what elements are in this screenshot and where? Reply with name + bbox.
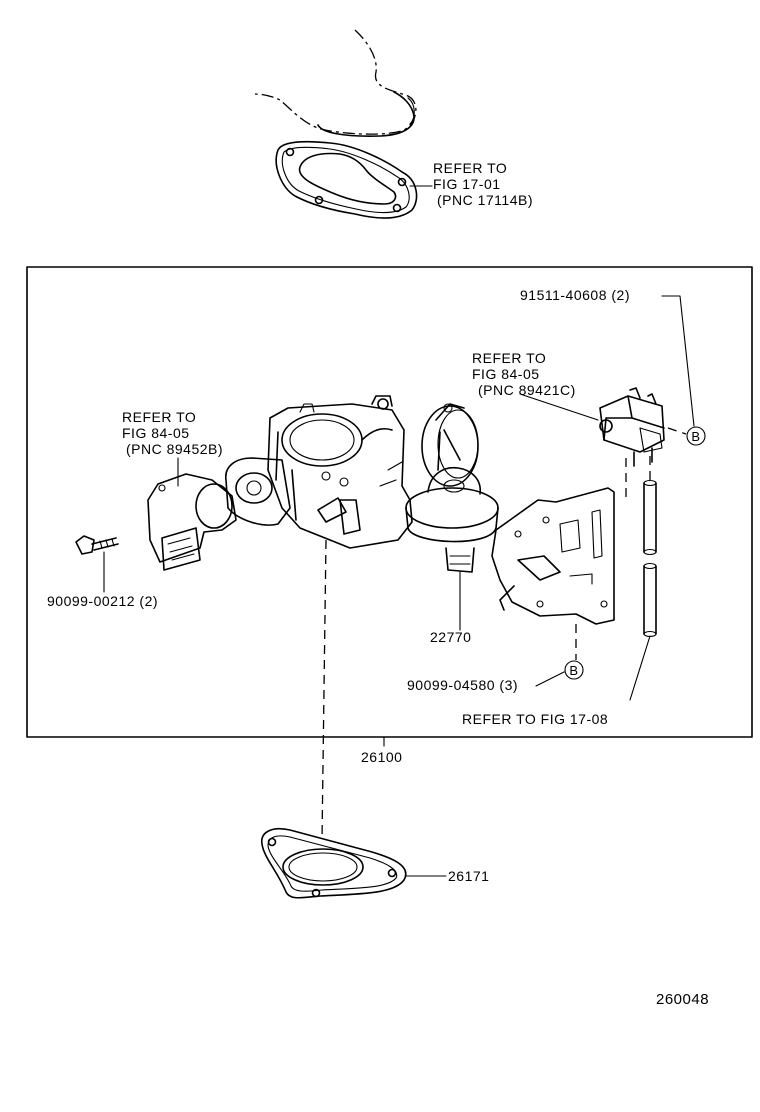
bolt-bracket-label: 90099-04580 (3) <box>407 677 518 693</box>
throttle-lever-disc <box>421 403 479 487</box>
throttle-shaft-housing <box>225 457 291 526</box>
idle-air-control-valve <box>147 473 237 571</box>
bolt-left-label: 90099-00212 (2) <box>47 593 158 609</box>
hose-refer-label: REFER TO FIG 17-08 <box>462 711 608 727</box>
upper-gasket-refer-line2: FIG 17-01 <box>433 176 501 192</box>
bracket <box>491 487 615 625</box>
callout-b-lower: B <box>564 660 584 680</box>
upper-gasket <box>275 140 418 219</box>
hose-refer-leader <box>629 635 651 701</box>
vsv-refer-line3: (PNC 89421C) <box>478 382 576 398</box>
iac-refer-line2: FIG 84-05 <box>122 425 190 441</box>
bolt-bracket-leader <box>535 671 565 687</box>
upper-gasket-refer-line1: REFER TO <box>433 160 507 176</box>
intake-chamber-outline <box>254 29 417 137</box>
bolt-vsv-leader <box>661 295 695 427</box>
iac-refer-line3: (PNC 89452B) <box>126 441 223 457</box>
assembly-frame <box>26 266 753 738</box>
dashpot-label: 22770 <box>430 629 471 645</box>
iac-refer-line1: REFER TO <box>122 409 196 425</box>
vacuum-hose <box>625 456 657 638</box>
upper-gasket-refer-line3: (PNC 17114B) <box>437 192 533 208</box>
bolt-vsv-label: 91511-40608 (2) <box>520 287 630 303</box>
svg-text:B: B <box>569 663 578 678</box>
vsv-valve <box>599 387 687 467</box>
svg-text:B: B <box>691 429 700 444</box>
throttle-body <box>267 395 413 549</box>
lower-gasket-label: 26171 <box>448 868 489 884</box>
dashpot <box>405 466 499 573</box>
lower-gasket <box>261 828 407 899</box>
throttle-body-assy-label: 26100 <box>361 749 402 765</box>
bolt-left <box>75 535 119 555</box>
center-alignment-line <box>321 539 327 841</box>
figure-number: 260048 <box>656 991 709 1008</box>
vsv-refer-line1: REFER TO <box>472 350 546 366</box>
vsv-refer-line2: FIG 84-05 <box>472 366 540 382</box>
vsv-leader <box>519 393 599 421</box>
callout-b-upper: B <box>686 426 706 446</box>
